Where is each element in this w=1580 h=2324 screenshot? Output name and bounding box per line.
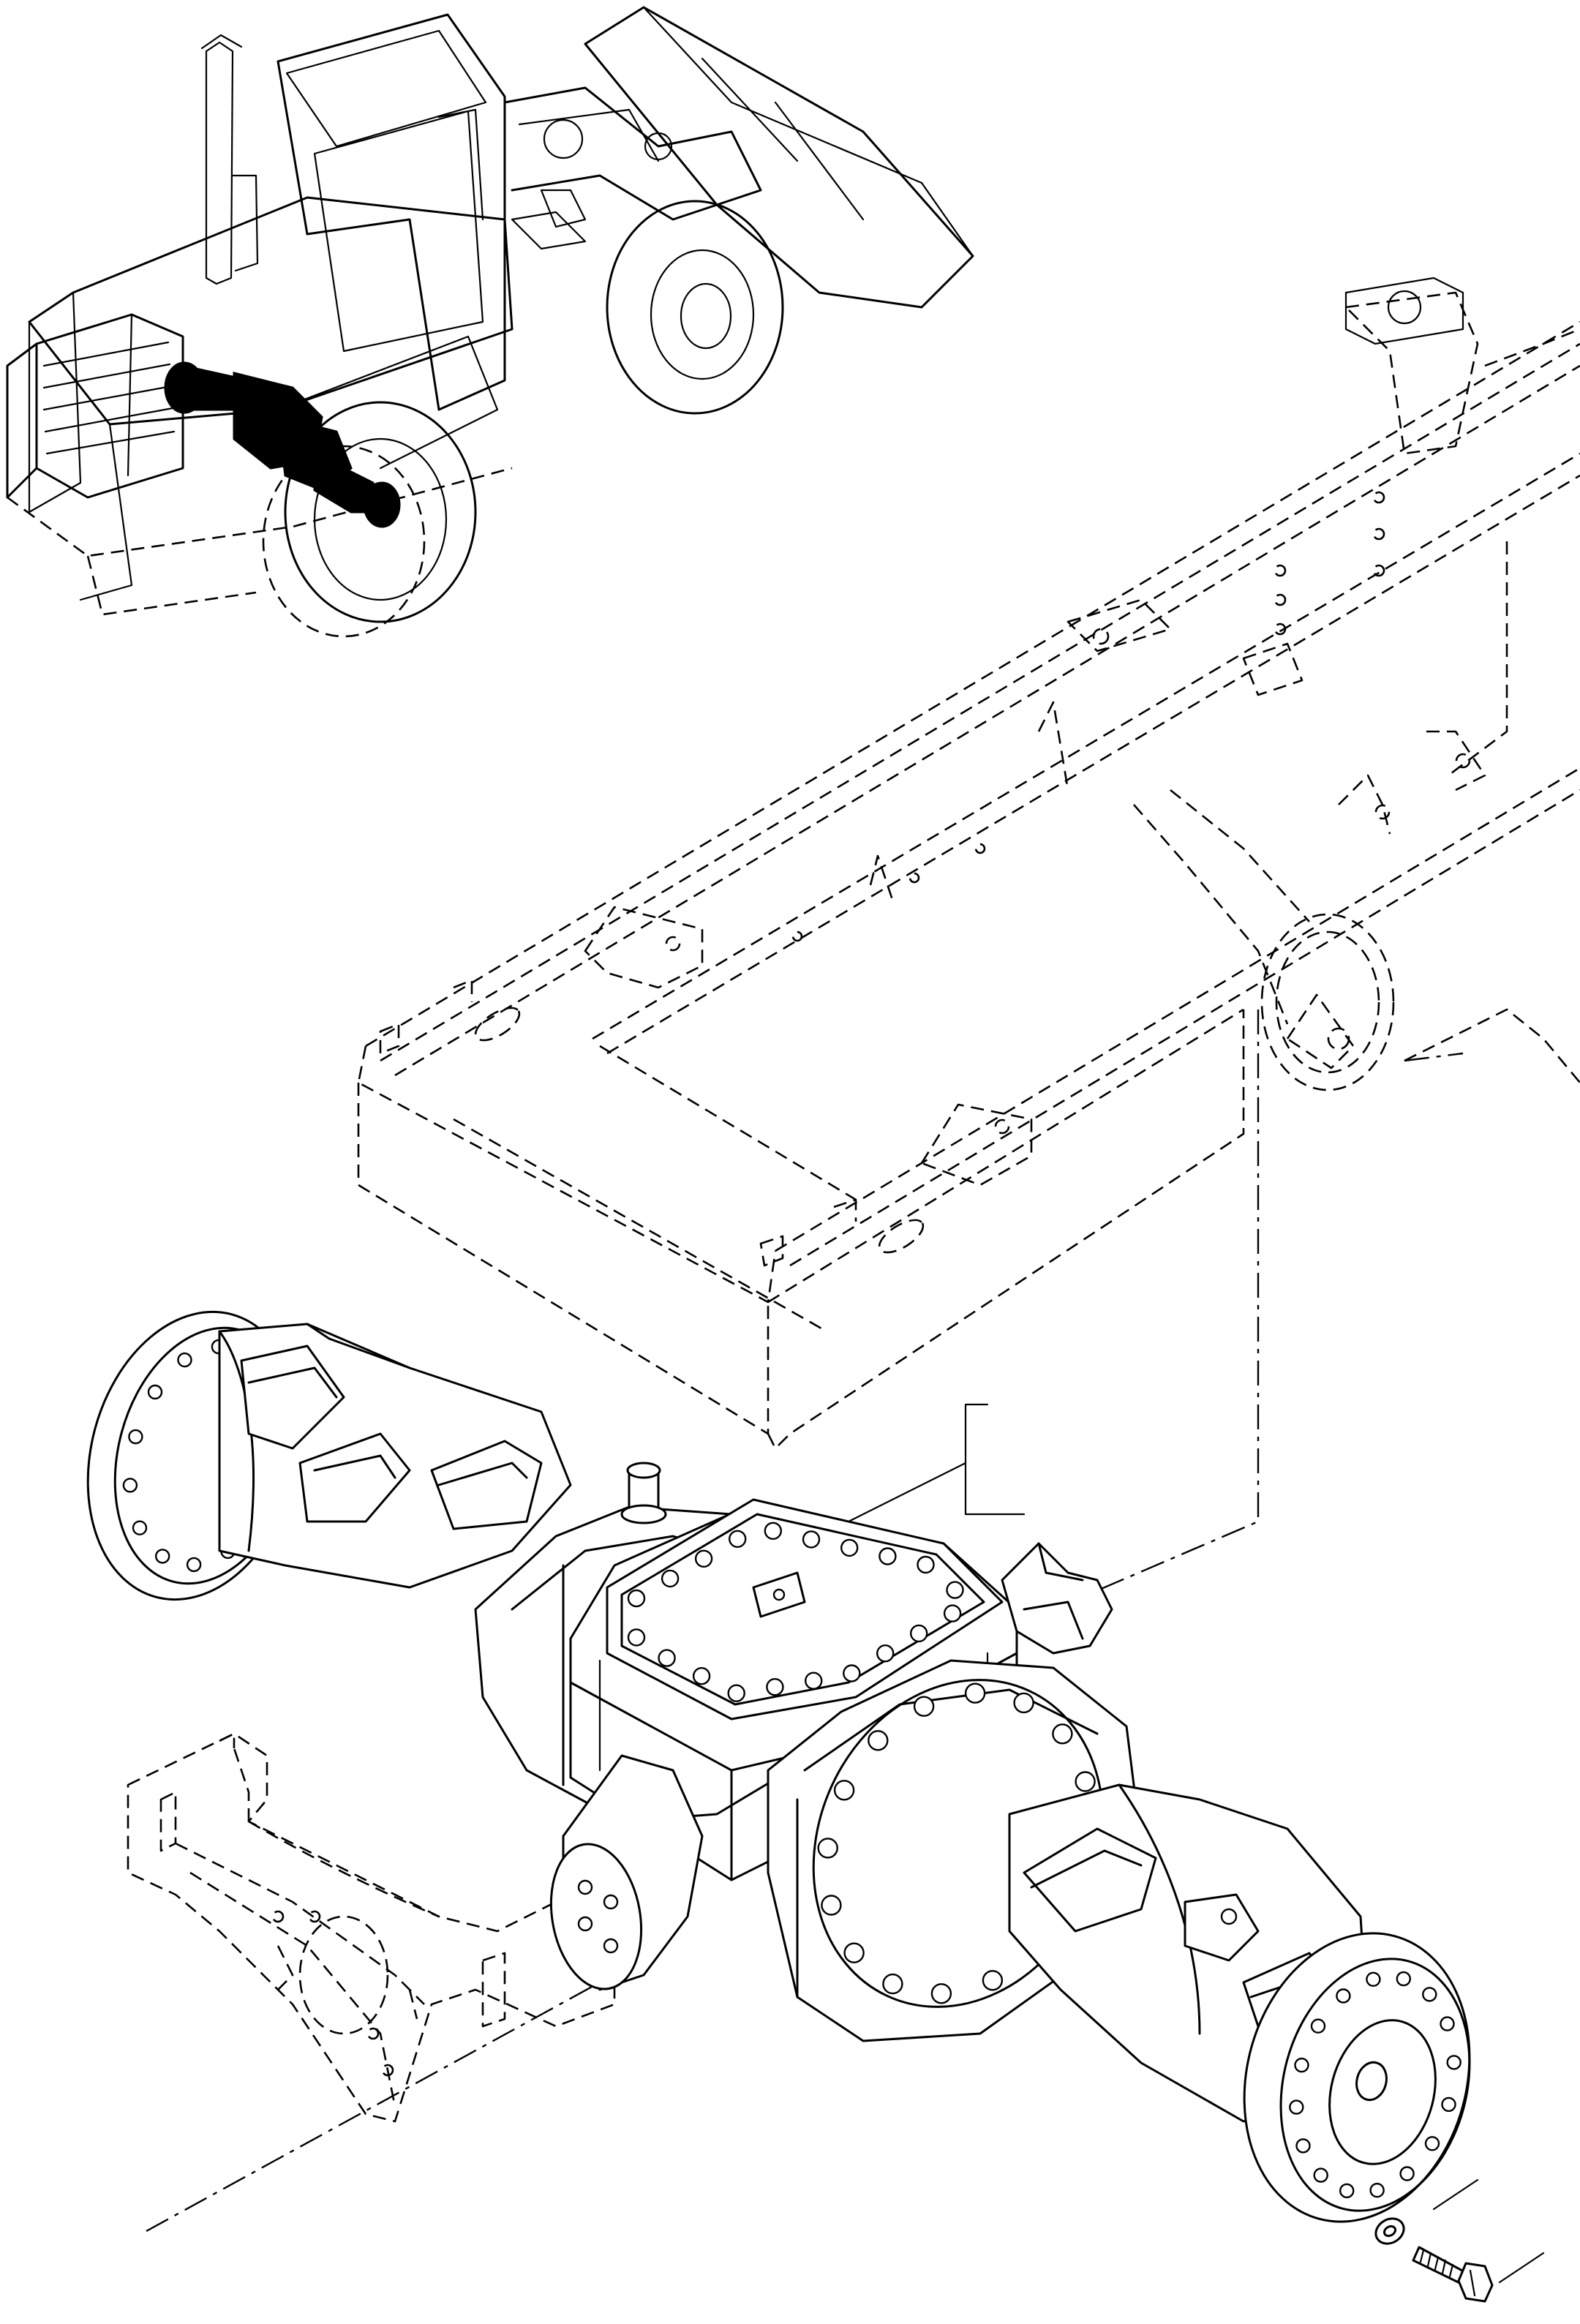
flange-bolt-hole <box>1446 2055 1462 2070</box>
carrier-bolt <box>843 1942 865 1963</box>
cover-bolt <box>840 1538 859 1557</box>
mounting-bolt-icon <box>1412 2246 1494 2303</box>
flange-bolt-hole <box>122 1478 138 1493</box>
cover-bolt <box>804 1671 823 1690</box>
cover-bolt <box>694 1549 713 1568</box>
flange-bolt-hole <box>1313 2167 1328 2183</box>
carrier-bolt <box>868 1730 889 1751</box>
cover-bolt <box>943 1604 962 1622</box>
cover-bolt <box>627 1628 646 1647</box>
flange-bolt-hole <box>1396 1971 1412 1987</box>
flange-bolt-hole <box>1336 1988 1351 2004</box>
carrier-bolt <box>1013 1692 1034 1714</box>
cover-bolt <box>658 1649 676 1667</box>
flange-bolt-hole <box>1441 2097 1456 2113</box>
flange-bolt-hole <box>147 1384 163 1400</box>
carrier-bolt <box>964 1682 986 1704</box>
flange-bolt-hole <box>1369 2182 1385 2198</box>
input-stub-icon <box>549 1754 704 1991</box>
front-axle-assembly-icon <box>86 1310 1471 2223</box>
carrier-bolt <box>821 1895 842 1916</box>
cover-bolt <box>661 1569 680 1588</box>
cover-bolt <box>729 1530 747 1549</box>
carrier-bolt <box>913 1696 935 1717</box>
flange-bolt-hole <box>1366 1971 1381 1988</box>
cover-bolt <box>692 1666 711 1685</box>
cover-bolt <box>879 1547 897 1565</box>
axle-support-bracket-icon <box>127 1732 616 2123</box>
cover-bolt <box>909 1624 928 1643</box>
cover-bolt <box>802 1530 821 1549</box>
housing-cover <box>606 1498 1004 1721</box>
flange-bolt-hole <box>1440 2016 1455 2031</box>
cover-bolt <box>627 1589 646 1608</box>
highlighted-front-axle-icon <box>164 361 401 528</box>
wheel-loader-locator-icon <box>6 6 974 638</box>
flange-bolt-hole <box>1289 2099 1304 2115</box>
center-lines <box>146 1009 1545 2284</box>
cover-bolt <box>876 1644 895 1663</box>
front-frame-icon <box>357 277 1580 1450</box>
flange-bolt-hole <box>154 1549 170 1564</box>
carrier-bolt <box>833 1780 855 1801</box>
flange-bolt-hole <box>1424 2136 1440 2151</box>
carrier-bolt <box>930 1983 952 2004</box>
cover-bolt <box>766 1677 784 1696</box>
breather-plug-icon <box>620 1462 667 1524</box>
flange-bolt-hole <box>1295 2138 1311 2154</box>
flange-bolt-hole <box>1310 2018 1326 2034</box>
flange-bolt-hole <box>132 1520 148 1535</box>
cover-bolt <box>843 1664 861 1682</box>
cover-bolt <box>764 1522 783 1541</box>
carrier-bolt <box>1075 1771 1096 1792</box>
washer-icon <box>1374 2217 1405 2245</box>
flange-bolt-hole <box>128 1429 143 1445</box>
flange-bolt-hole <box>1294 2057 1309 2073</box>
carrier-bolt <box>882 1973 903 1995</box>
flange-bolt-hole <box>1422 1987 1437 2002</box>
right-wheel-flange <box>1243 1932 1471 2223</box>
carrier-bolt <box>1052 1723 1073 1745</box>
carrier-bolt <box>982 1970 1004 1991</box>
flange-bolt-hole <box>186 1557 202 1573</box>
cover-bolt <box>946 1581 964 1599</box>
cover-bolt <box>727 1684 745 1702</box>
flange-bolt-hole <box>1339 2183 1355 2199</box>
flange-bolt-hole <box>177 1352 192 1368</box>
carrier-bolt <box>817 1838 838 1859</box>
cover-bolt <box>917 1555 935 1574</box>
flange-bolt-hole <box>1399 2166 1415 2181</box>
pinion-yoke-icon <box>1001 1542 1113 1655</box>
